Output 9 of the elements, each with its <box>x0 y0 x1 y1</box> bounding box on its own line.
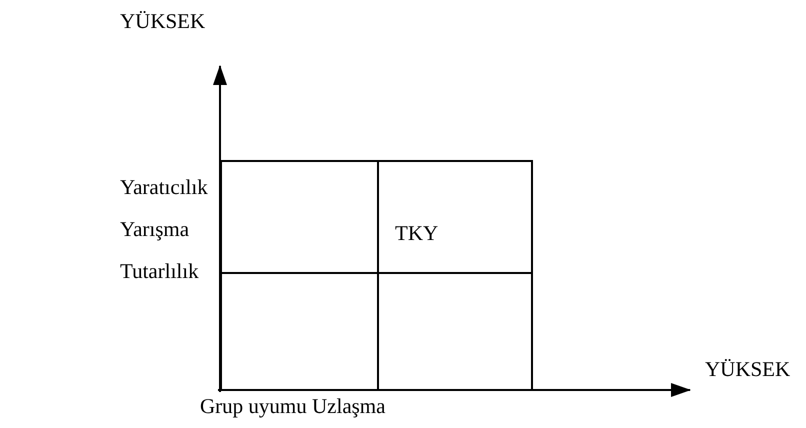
row-label: Yaratıcılık <box>120 176 208 200</box>
axis-label: Grup uyumu Uzlaşma <box>200 395 386 418</box>
matrix-cell <box>220 160 379 274</box>
cell-label: TKY <box>395 222 438 246</box>
row-label: Yarışma <box>120 218 190 242</box>
matrix-cell <box>377 160 533 274</box>
row-label: Tutarlılık <box>120 260 199 284</box>
axis-label: YÜKSEK <box>705 358 790 382</box>
axis-label: YÜKSEK <box>120 10 206 34</box>
